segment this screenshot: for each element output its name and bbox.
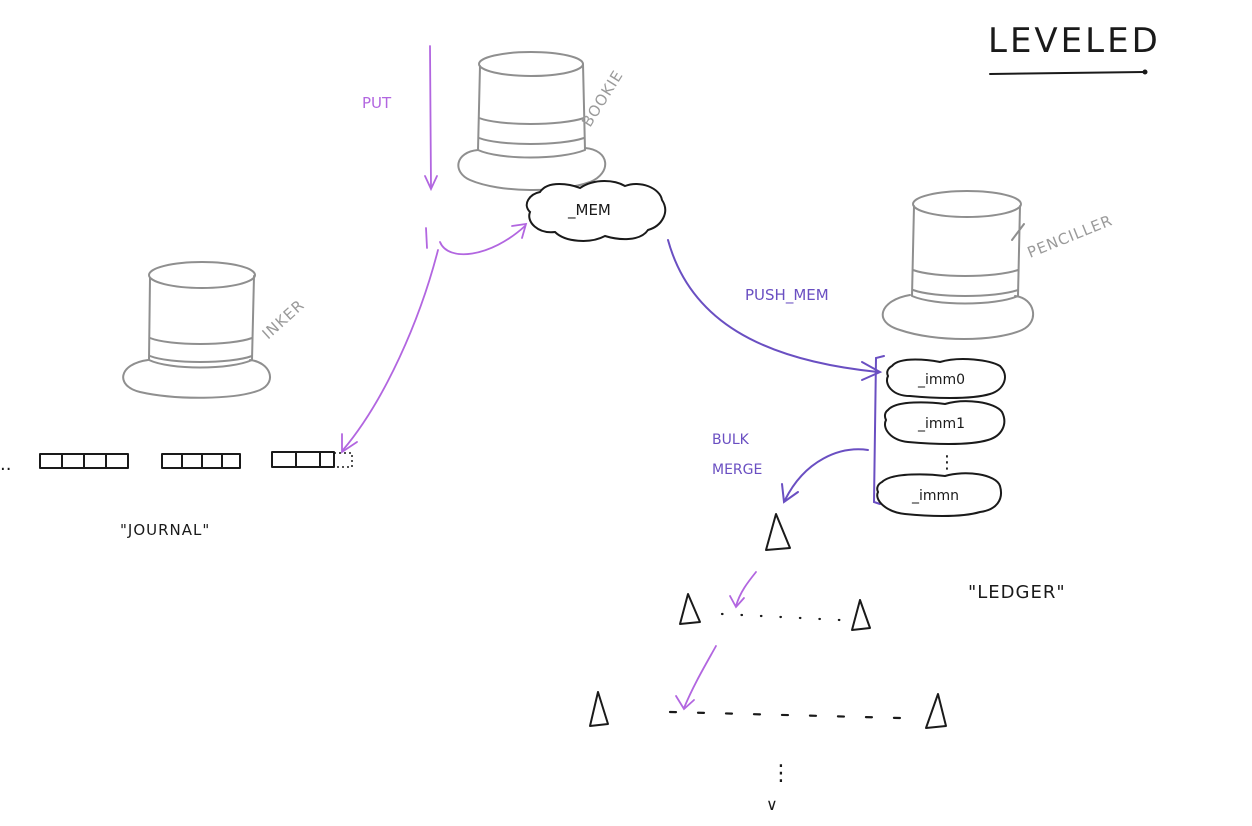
put-label: PUT <box>362 94 392 112</box>
immn-cloud-icon <box>876 472 1002 517</box>
ledger-tail-arrow: ∨ <box>766 795 778 814</box>
ledger-level-2 <box>589 691 947 729</box>
ledger-tail-ellipsis: ⋮ <box>770 761 792 786</box>
journal-leading-dots: .. <box>0 454 11 475</box>
imm1-cloud-icon <box>883 400 1006 445</box>
journal-label: "JOURNAL" <box>120 521 210 539</box>
arrow-level0-to-level1-icon <box>729 571 757 609</box>
bookie-hat-icon <box>457 51 607 191</box>
arrow-level1-to-level2-icon <box>675 645 717 711</box>
inker-hat-icon <box>122 261 272 399</box>
ledger-level2-dots <box>668 710 902 720</box>
ledger-tree-icon <box>925 693 947 729</box>
penciller-hat-icon <box>881 190 1035 340</box>
mem-cloud-icon <box>525 180 667 242</box>
arrow-to-mem-icon <box>439 222 528 256</box>
arrow-to-journal-icon <box>341 249 439 454</box>
title: LEVELED <box>988 21 1161 61</box>
title-underline <box>989 71 1146 75</box>
fork-tick <box>425 227 428 249</box>
ledger-level-1 <box>679 593 871 631</box>
journal-segment-2 <box>161 453 241 469</box>
push-mem-arrow-icon <box>667 239 883 381</box>
push-mem-label: PUSH_MEM <box>745 286 829 305</box>
bulk-merge-label-line1: BULK <box>712 432 750 448</box>
ledger-tree-icon <box>589 691 609 727</box>
ledger-label: "LEDGER" <box>968 582 1066 603</box>
ledger-tree-icon <box>851 599 871 631</box>
journal-segment-3 <box>271 451 353 468</box>
inker-label: INKER <box>259 296 308 343</box>
imm-ellipsis: ⋮ <box>938 452 956 473</box>
ledger-tree-icon <box>765 513 791 551</box>
ledger-level1-dots <box>720 612 842 622</box>
journal-segment-1 <box>39 453 129 469</box>
bulk-merge-arrow-icon <box>781 448 869 504</box>
imm0-label: _imm0 <box>917 372 965 388</box>
immn-label: _immn <box>911 488 959 504</box>
journal-pending-slot <box>333 452 353 468</box>
imm-stack-bracket <box>872 355 885 505</box>
ledger-tree-icon <box>679 593 701 625</box>
ledger-level-0 <box>765 513 791 551</box>
put-arrow-icon <box>424 45 438 192</box>
bulk-merge-label-line2: MERGE <box>712 462 762 478</box>
title-underline-dot <box>1142 69 1148 75</box>
imm0-cloud-icon <box>886 358 1006 399</box>
penciller-label: PENCILLER <box>1025 211 1115 262</box>
bookie-label: BOOKIE <box>578 67 627 130</box>
imm1-label: _imm1 <box>917 416 965 432</box>
mem-label: _MEM <box>567 201 611 220</box>
